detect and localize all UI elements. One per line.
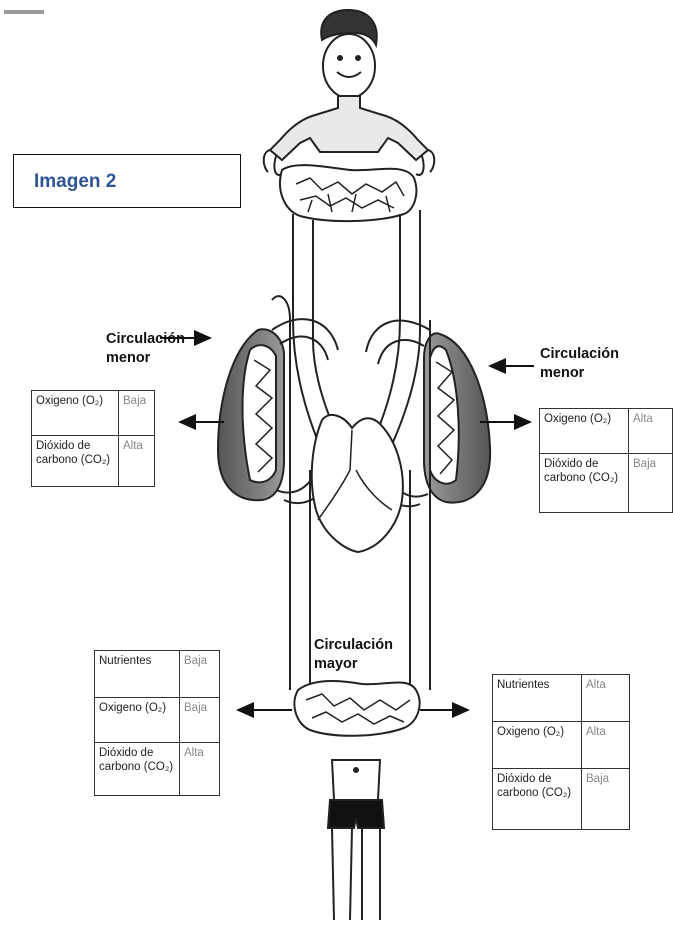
label-right-minor-line2: menor [540,364,619,383]
table-cell-label: Oxigeno (O₂) [32,391,119,436]
label-left-minor: Circulación menor [106,330,185,368]
table-row: Oxigeno (O₂) Baja [95,698,220,743]
table-cell-value: Baja [180,698,220,743]
table-cell-value: Alta [629,409,673,454]
right-lung [424,333,490,502]
title-box: Imagen 2 [13,154,241,208]
table-row: Dióxido de carbono (CO₂) Baja [540,454,673,513]
table-cell-label: Dióxido de carbono (CO₂) [32,436,119,487]
table-cell-value: Baja [629,454,673,513]
label-major-line2: mayor [314,655,393,674]
table-row: Oxigeno (O₂) Alta [540,409,673,454]
table-cell-value: Alta [119,436,155,487]
boy-upper-icon [264,10,435,175]
table-row: Dióxido de carbono (CO₂) Alta [95,743,220,796]
table-cell-value: Baja [180,651,220,698]
label-left-minor-line2: menor [106,349,185,368]
lower-capillary-bed [294,681,419,736]
heart-icon [312,415,403,552]
table-body-left: Nutrientes Baja Oxigeno (O₂) Baja Dióxid… [94,650,220,796]
table-body-right: Nutrientes Alta Oxigeno (O₂) Alta Dióxid… [492,674,630,830]
table-row: Nutrientes Alta [493,675,630,722]
label-major: Circulación mayor [314,636,393,674]
table-lung-right: Oxigeno (O₂) Alta Dióxido de carbono (CO… [539,408,673,513]
table-cell-value: Alta [582,675,630,722]
table-cell-value: Baja [119,391,155,436]
table-cell-label: Oxigeno (O₂) [493,722,582,769]
left-lung [218,329,284,500]
table-row: Oxigeno (O₂) Baja [32,391,155,436]
boy-lower-icon [328,760,384,920]
table-cell-label: Oxigeno (O₂) [95,698,180,743]
title-text: Imagen 2 [34,171,116,193]
label-major-line1: Circulación [314,636,393,655]
table-lung-left: Oxigeno (O₂) Baja Dióxido de carbono (CO… [31,390,155,487]
table-cell-value: Alta [180,743,220,796]
table-row: Dióxido de carbono (CO₂) Alta [32,436,155,487]
label-right-minor: Circulación menor [540,345,619,383]
table-cell-label: Dióxido de carbono (CO₂) [95,743,180,796]
table-cell-label: Dióxido de carbono (CO₂) [540,454,629,513]
table-cell-label: Oxigeno (O₂) [540,409,629,454]
table-cell-label: Dióxido de carbono (CO₂) [493,769,582,830]
upper-capillary-bed [280,165,416,221]
label-left-minor-line1: Circulación [106,330,185,349]
table-cell-label: Nutrientes [493,675,582,722]
table-row: Oxigeno (O₂) Alta [493,722,630,769]
table-cell-value: Alta [582,722,630,769]
table-cell-label: Nutrientes [95,651,180,698]
table-row: Nutrientes Baja [95,651,220,698]
table-cell-value: Baja [582,769,630,830]
table-row: Dióxido de carbono (CO₂) Baja [493,769,630,830]
label-right-minor-line1: Circulación [540,345,619,364]
